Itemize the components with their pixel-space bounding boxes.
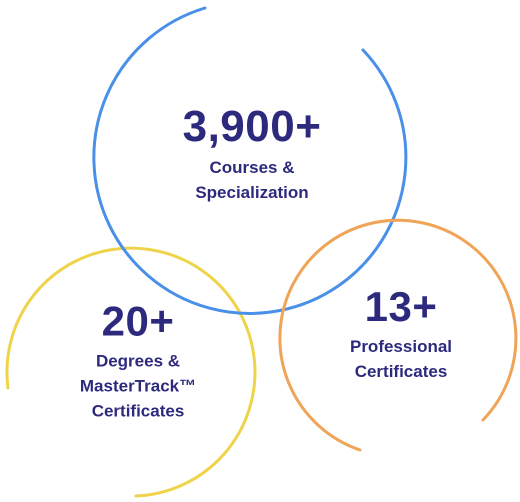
certificates-count: 13+ <box>364 283 438 330</box>
courses-stat: 3,900+ Courses & Specialization <box>183 105 322 205</box>
certificates-label-line-1: Professional <box>349 337 453 356</box>
degrees-label-line-2: MasterTrack™ <box>79 376 197 396</box>
courses-ring <box>92 6 408 315</box>
courses-label: Courses & Specialization <box>183 155 322 205</box>
certificates-label: Professional Certificates <box>350 334 452 384</box>
certs-ring <box>278 218 518 452</box>
courses-count: 3,900+ <box>182 102 322 151</box>
degrees-label-line-1: Degrees & <box>95 351 181 371</box>
degrees-count: 20+ <box>101 297 175 345</box>
degrees-ring <box>5 246 257 498</box>
degrees-label: Degrees & MasterTrack™ Certificates <box>80 349 196 424</box>
courses-label-line-2: Specialization <box>195 183 309 202</box>
certificates-stat: 13+ Professional Certificates <box>350 286 452 384</box>
courses-label-line-1: Courses & <box>209 158 295 177</box>
certificates-label-line-2: Certificates <box>354 362 448 381</box>
degrees-stat: 20+ Degrees & MasterTrack™ Certificates <box>80 297 196 424</box>
degrees-label-line-3: Certificates <box>91 401 185 421</box>
